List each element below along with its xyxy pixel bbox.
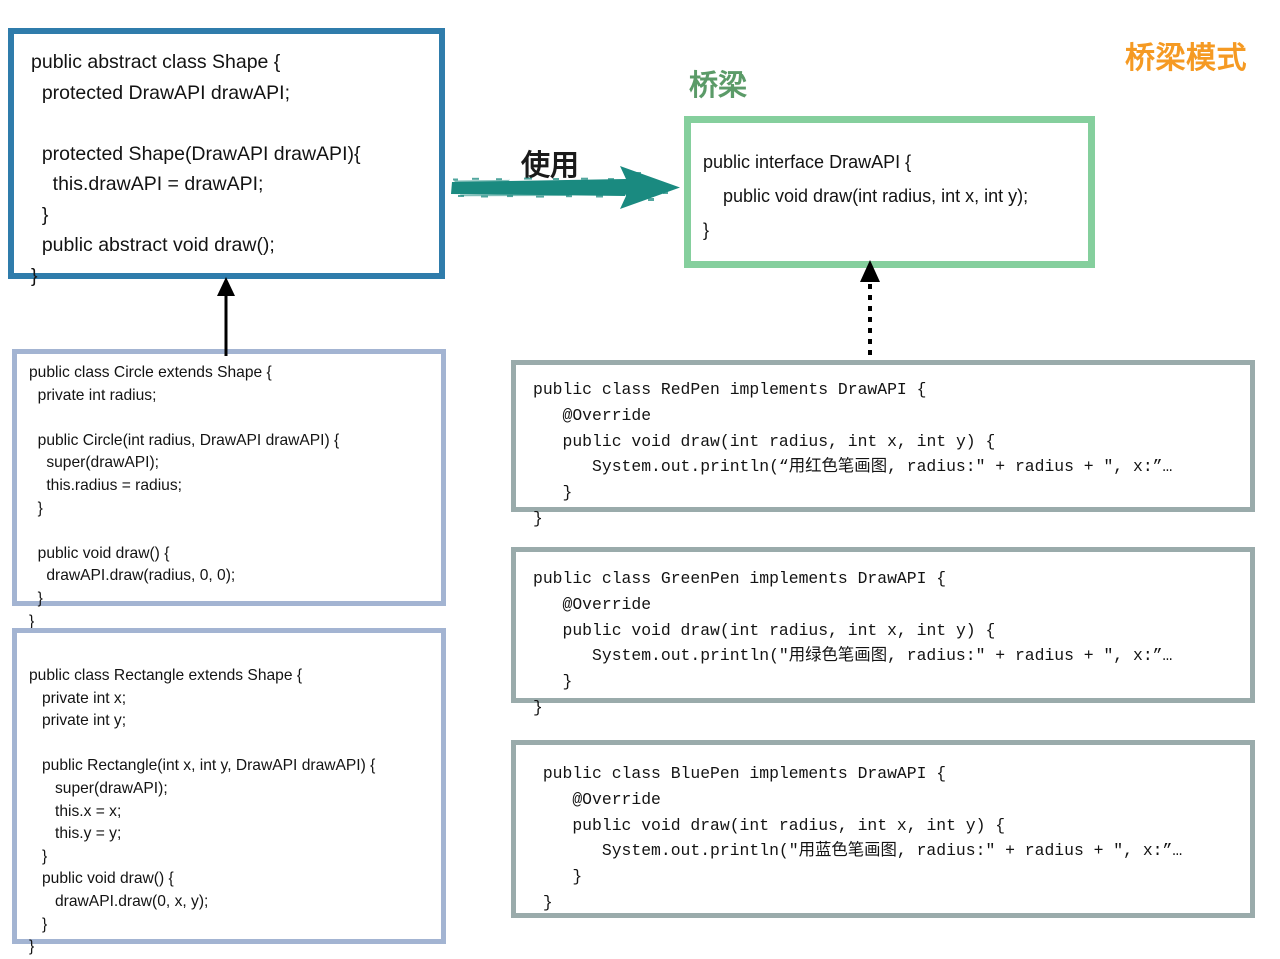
interface-box-drawapi: public interface DrawAPI { public void d… (684, 116, 1095, 268)
realization-arrow-icon (840, 258, 900, 366)
bridge-label: 桥梁 (689, 70, 748, 102)
code-drawapi: public interface DrawAPI { public void d… (703, 152, 1029, 240)
class-box-redpen: public class RedPen implements DrawAPI {… (511, 360, 1255, 528)
class-box-circle: public class Circle extends Shape { priv… (12, 349, 446, 630)
code-redpen: public class RedPen implements DrawAPI {… (533, 380, 1173, 528)
class-box-shape: public abstract class Shape { protected … (8, 28, 445, 287)
class-box-rectangle: public class Rectangle extends Shape { p… (12, 628, 446, 955)
use-label: 使用 (521, 150, 580, 182)
code-greenpen: public class GreenPen implements DrawAPI… (533, 569, 1173, 717)
page-title: 桥梁模式 (1125, 42, 1247, 75)
code-rectangle: public class Rectangle extends Shape { p… (29, 667, 376, 956)
class-box-greenpen: public class GreenPen implements DrawAPI… (511, 547, 1255, 717)
code-shape: public abstract class Shape { protected … (31, 51, 361, 287)
code-bluepen: public class BluePen implements DrawAPI … (542, 764, 1183, 912)
code-circle: public class Circle extends Shape { priv… (29, 364, 340, 630)
class-box-bluepen: public class BluePen implements DrawAPI … (511, 740, 1255, 918)
